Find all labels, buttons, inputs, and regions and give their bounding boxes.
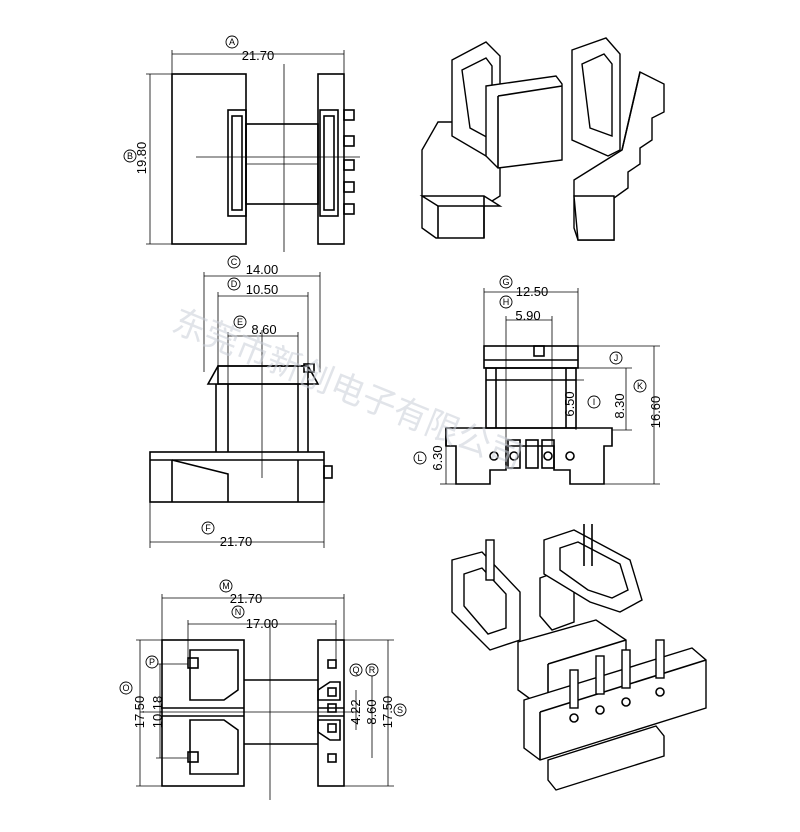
svg-text:6.50: 6.50 (562, 391, 577, 416)
svg-text:M: M (222, 581, 230, 591)
dimension-M: M 21.70 (219, 579, 263, 606)
svg-text:17.50: 17.50 (132, 696, 147, 729)
dimension-S: S 17.50 (380, 696, 407, 729)
svg-text:O: O (122, 683, 129, 693)
front-view (149, 272, 333, 548)
svg-text:C: C (231, 257, 238, 267)
svg-text:A: A (229, 37, 235, 47)
svg-text:P: P (149, 657, 155, 667)
isometric-view-bottom (451, 524, 707, 791)
dimension-C: C 14.00 (227, 255, 279, 277)
dimension-J: J 8.30 (609, 351, 627, 419)
dimension-Q: Q 4.22 (348, 663, 363, 725)
dimension-D: D 10.50 (227, 277, 279, 297)
svg-text:5.90: 5.90 (515, 308, 540, 323)
svg-text:J: J (614, 353, 619, 363)
svg-text:E: E (237, 317, 243, 327)
svg-text:21.70: 21.70 (242, 48, 275, 63)
bottom-view (136, 594, 394, 800)
svg-text:10.18: 10.18 (150, 696, 165, 729)
svg-text:19.80: 19.80 (134, 142, 149, 175)
svg-text:17.50: 17.50 (380, 696, 395, 729)
svg-text:10.50: 10.50 (246, 282, 279, 297)
svg-text:K: K (637, 381, 643, 391)
svg-text:8.60: 8.60 (251, 322, 276, 337)
svg-text:D: D (231, 279, 238, 289)
svg-text:8.60: 8.60 (364, 699, 379, 724)
dimension-I: I 6.50 (562, 391, 601, 417)
svg-text:F: F (205, 523, 211, 533)
svg-text:4.22: 4.22 (348, 699, 363, 724)
dimension-O: O 17.50 (119, 681, 147, 729)
dimension-R: R 8.60 (364, 663, 379, 725)
svg-text:14.00: 14.00 (246, 262, 279, 277)
svg-text:H: H (503, 297, 510, 307)
dimension-N: N 17.00 (231, 605, 279, 631)
dimension-K: K 16.60 (633, 379, 663, 429)
left-flange (171, 73, 247, 245)
svg-text:L: L (417, 453, 422, 463)
dimension-F: F 21.70 (201, 521, 253, 549)
svg-text:R: R (369, 665, 376, 675)
svg-text:G: G (502, 277, 509, 287)
svg-text:Q: Q (352, 665, 359, 675)
svg-text:I: I (593, 397, 596, 407)
side-view (440, 288, 660, 485)
dimension-E: E 8.60 (233, 315, 277, 337)
svg-text:12.50: 12.50 (516, 284, 549, 299)
svg-text:8.30: 8.30 (612, 393, 627, 418)
dimension-B: B 19.80 (123, 142, 149, 175)
dimension-G: G 12.50 (499, 275, 549, 299)
svg-text:B: B (127, 151, 133, 161)
svg-text:N: N (235, 607, 242, 617)
svg-text:21.70: 21.70 (220, 534, 253, 549)
svg-text:S: S (397, 705, 403, 715)
dimension-A: A 21.70 (225, 35, 275, 63)
top-view (146, 50, 360, 252)
svg-text:6.30: 6.30 (430, 445, 445, 470)
dimension-P: P 10.18 (145, 655, 165, 729)
isometric-view-top (419, 37, 665, 241)
svg-text:17.00: 17.00 (246, 616, 279, 631)
dimension-L: L 6.30 (413, 445, 445, 471)
dimension-H: H 5.90 (499, 295, 541, 323)
svg-text:21.70: 21.70 (230, 591, 263, 606)
right-flange (317, 73, 345, 245)
svg-text:16.60: 16.60 (648, 396, 663, 429)
